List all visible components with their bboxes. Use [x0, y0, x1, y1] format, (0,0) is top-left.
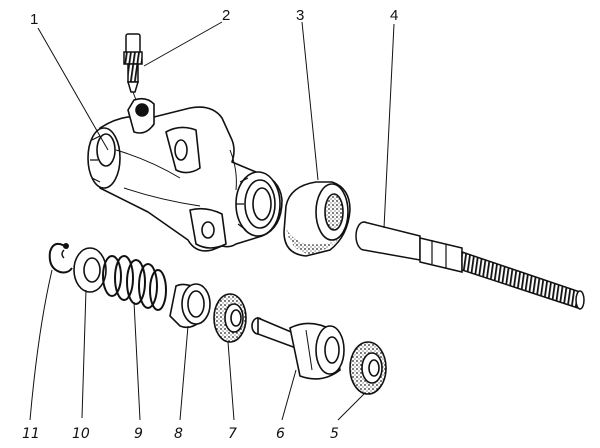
spring: [102, 255, 167, 311]
cylinder-body: [87, 97, 283, 252]
callout-labels: 1 2 3 4 5 6 7 8 9 10 11: [22, 7, 398, 442]
piston: [251, 316, 345, 380]
seal-rear: [213, 293, 247, 343]
callout-2: 2: [222, 7, 230, 24]
dust-boot: [283, 181, 351, 257]
push-rod: [355, 221, 585, 310]
spacer: [169, 283, 211, 329]
circlip: [48, 242, 73, 274]
callout-4: 4: [390, 7, 398, 24]
callout-3: 3: [296, 7, 304, 24]
washer: [73, 247, 107, 293]
callout-6: 6: [276, 426, 285, 442]
callout-7: 7: [228, 426, 237, 442]
callout-11: 11: [22, 426, 40, 442]
callout-1: 1: [30, 11, 38, 28]
callout-5: 5: [330, 426, 339, 442]
leader-lines: [29, 21, 395, 421]
bleed-screw: [123, 33, 143, 101]
callout-9: 9: [134, 426, 143, 442]
seal-front: [349, 341, 387, 395]
callout-10: 10: [72, 426, 90, 442]
callout-8: 8: [174, 426, 183, 442]
